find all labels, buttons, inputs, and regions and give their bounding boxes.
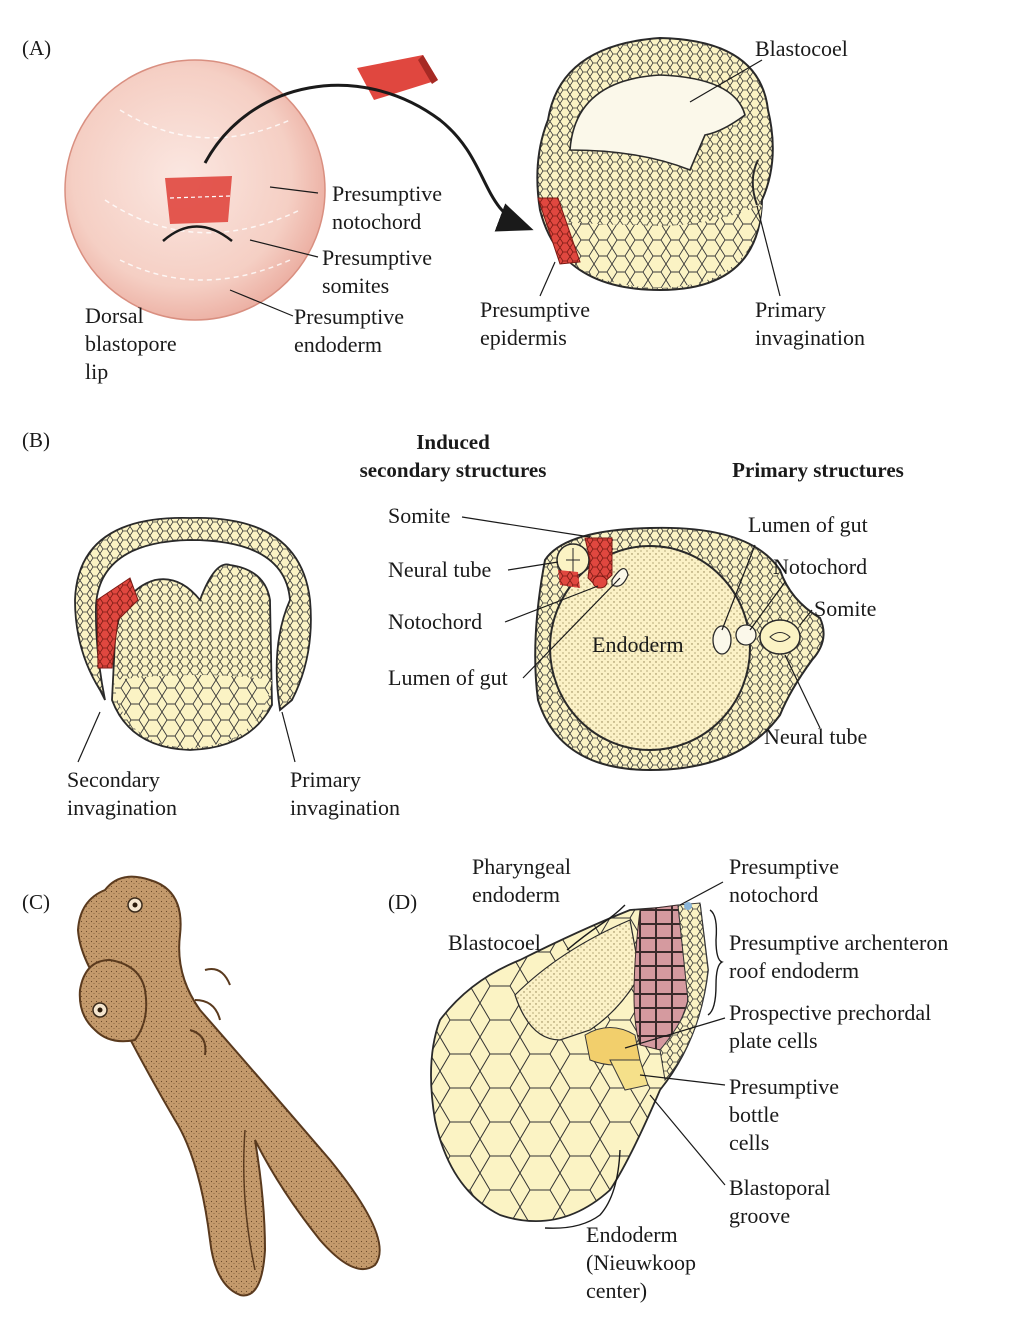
label-blastocoel-d: Blastocoel	[448, 929, 541, 957]
label-neural-tube-right: Neural tube	[764, 723, 867, 751]
header-primary-structures: Primary structures	[718, 456, 918, 484]
label-blastoporal-groove: Blastoporal groove	[729, 1174, 830, 1230]
label-primary-invagination-b: Primary invagination	[290, 766, 400, 822]
label-presumptive-notochord-a: Presumptive notochord	[332, 180, 442, 236]
label-pharyngeal-endoderm: Pharyngeal endoderm	[472, 853, 571, 909]
b-gastrula	[75, 518, 311, 750]
label-presumptive-archenteron-roof: Presumptive archenteron roof endoderm	[729, 929, 948, 985]
label-somite-right: Somite	[814, 595, 876, 623]
primary-gut-lumen	[713, 626, 731, 654]
label-notochord-right: Notochord	[773, 553, 867, 581]
label-neural-tube-left: Neural tube	[388, 556, 491, 584]
header-induced-secondary: Induced secondary structures	[343, 428, 563, 484]
label-endoderm-b: Endoderm	[592, 631, 684, 659]
panel-a-letter: (A)	[22, 36, 51, 61]
label-primary-invagination-a: Primary invagination	[755, 296, 865, 352]
tadpole-body	[78, 877, 380, 1296]
label-lumen-of-gut-right: Lumen of gut	[748, 511, 868, 539]
label-endoderm-nieuwkoop: Endoderm (Nieuwkoop center)	[586, 1221, 696, 1305]
label-presumptive-notochord-d: Presumptive notochord	[729, 853, 839, 909]
label-presumptive-epidermis: Presumptive epidermis	[480, 296, 590, 352]
graft-region	[165, 176, 232, 224]
tadpole-second-head	[80, 960, 146, 1041]
label-presumptive-somites: Presumptive somites	[322, 244, 432, 300]
secondary-notochord	[593, 576, 607, 588]
panel-b-letter: (B)	[22, 428, 50, 453]
primary-neural-tube	[760, 620, 800, 654]
label-blastocoel-a: Blastocoel	[755, 35, 848, 63]
panel-c	[78, 877, 380, 1296]
label-secondary-invagination: Secondary invagination	[67, 766, 177, 822]
label-presumptive-endoderm: Presumptive endoderm	[294, 303, 404, 359]
label-lumen-of-gut-left: Lumen of gut	[388, 664, 508, 692]
label-somite-left: Somite	[388, 502, 450, 530]
label-notochord-left: Notochord	[388, 608, 482, 636]
label-prospective-prechordal-plate: Prospective prechordal plate cells	[729, 999, 931, 1055]
panel-d-letter: (D)	[388, 890, 417, 915]
panel-c-letter: (C)	[22, 890, 50, 915]
label-presumptive-bottle-cells: Presumptive bottle cells	[729, 1073, 839, 1157]
panel-b	[75, 517, 824, 770]
label-dorsal-blastopore-lip: Dorsal blastopore lip	[85, 302, 177, 386]
host-embryo	[537, 38, 772, 290]
primary-notochord	[736, 625, 756, 645]
